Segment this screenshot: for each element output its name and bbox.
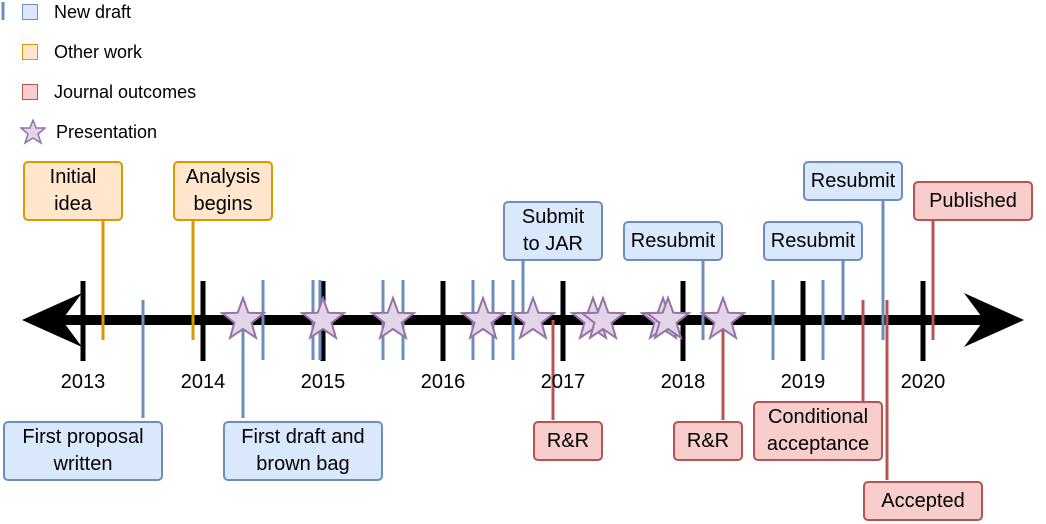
rr-box-1: R&R — [533, 421, 603, 461]
legend-label: New draft — [54, 1, 132, 22]
first-proposal-box: First proposal written — [3, 421, 163, 481]
year-label-2018: 2018 — [660, 371, 706, 393]
legend-journal-outcomes: Journal outcomes — [22, 81, 196, 103]
year-label-2020: 2020 — [900, 371, 946, 393]
year-label-2016: 2016 — [420, 371, 466, 393]
year-label-2014: 2014 — [180, 371, 226, 393]
presentation-star-icon — [369, 295, 417, 341]
presentation-stars — [219, 295, 747, 341]
presentation-star-icon — [509, 295, 557, 341]
legend-label: Presentation — [56, 121, 158, 142]
legend-red-swatch — [22, 84, 38, 100]
legend-other-work: Other work — [22, 41, 142, 63]
resubmit-box-1: Resubmit — [623, 221, 723, 261]
legend-orange-swatch — [22, 44, 38, 60]
conditional-acceptance-box: Conditional acceptance — [753, 401, 883, 461]
legend-presentation: Presentation — [20, 119, 158, 145]
submit-to-jar-box: Submit to JAR — [503, 201, 603, 261]
presentation-star-icon — [579, 295, 627, 341]
left-arrowhead — [22, 293, 82, 347]
first-draft-box: First draft and brown bag — [223, 421, 383, 481]
other-work-ticks — [101, 220, 195, 340]
journal-outcome-ticks — [551, 220, 935, 480]
presentation-star-icon — [699, 295, 747, 341]
rr-box-2: R&R — [673, 421, 743, 461]
analysis-begins-box: Analysis begins — [173, 161, 273, 221]
legend-label: Other work — [54, 41, 143, 62]
year-label-2013: 2013 — [60, 371, 106, 393]
presentation-star-icon — [459, 295, 507, 341]
year-label-2015: 2015 — [300, 371, 346, 393]
presentation-star-icon — [299, 295, 347, 341]
initial-idea-box: Initial idea — [23, 161, 123, 221]
resubmit-box-3: Resubmit — [803, 161, 903, 201]
presentation-star-icon — [644, 295, 692, 341]
resubmit-box-2: Resubmit — [763, 221, 863, 261]
accepted-box: Accepted — [863, 481, 983, 521]
year-ticks — [80, 281, 926, 361]
star-icon — [20, 119, 46, 145]
published-box: Published — [913, 181, 1033, 221]
year-label-2017: 2017 — [540, 371, 586, 393]
legend-label: Journal outcomes — [54, 81, 197, 102]
year-label-2019: 2019 — [780, 371, 826, 393]
legend-new-draft: New draft — [22, 1, 131, 23]
right-arrowhead — [964, 293, 1024, 347]
presentation-star-icon — [219, 295, 267, 341]
legend-blue-swatch — [22, 4, 38, 20]
